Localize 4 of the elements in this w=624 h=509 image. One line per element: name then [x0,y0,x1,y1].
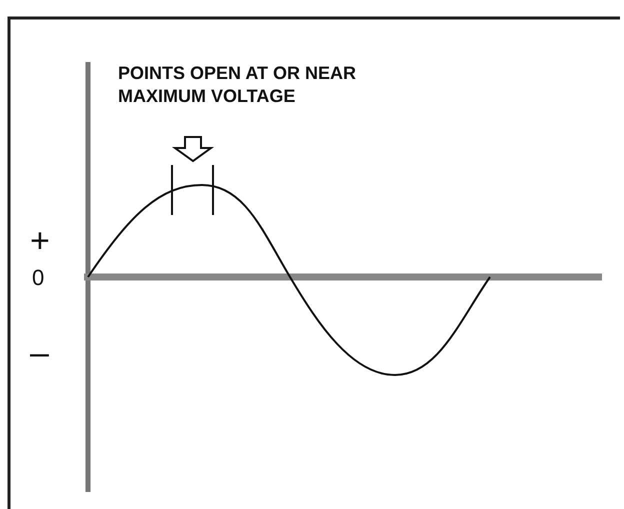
axis-label: – [30,333,49,374]
annotation-text: POINTS OPEN AT OR NEAR MAXIMUM VOLTAGE [118,62,358,107]
axis-label: 0 [32,264,44,292]
axis-label: + [30,221,50,262]
